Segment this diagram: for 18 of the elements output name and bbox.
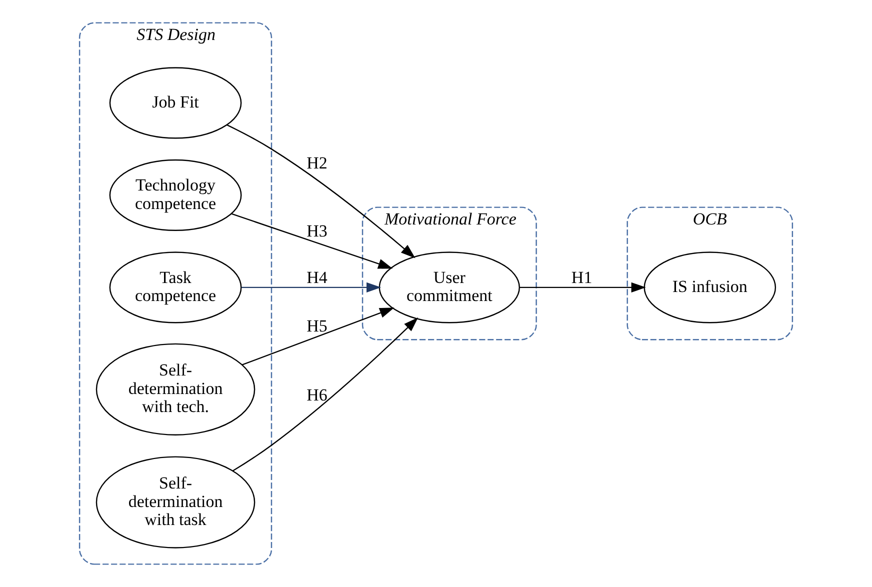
node-ellipse: Self- determination with tech.: [96, 343, 256, 436]
edge-label: H5: [306, 316, 328, 336]
node-ellipse: Job Fit: [109, 67, 242, 139]
edge-label: H2: [306, 154, 328, 173]
node-ellipse: Self- determination with task: [96, 456, 256, 548]
arrow: [231, 213, 393, 269]
edge-label: H6: [306, 386, 328, 405]
edge-label: H4: [306, 268, 328, 287]
node-ellipse: Task competence: [109, 252, 242, 324]
arrow: [226, 124, 416, 258]
arrow: [242, 308, 394, 366]
arrow: [519, 282, 646, 293]
edge-label: H3: [306, 222, 328, 241]
edge-label: H1: [571, 268, 592, 287]
arrow: [241, 282, 382, 293]
node-ellipse: Technology competence: [109, 159, 242, 231]
node-ellipse: IS infusion: [644, 252, 776, 324]
arrow: [232, 317, 418, 472]
